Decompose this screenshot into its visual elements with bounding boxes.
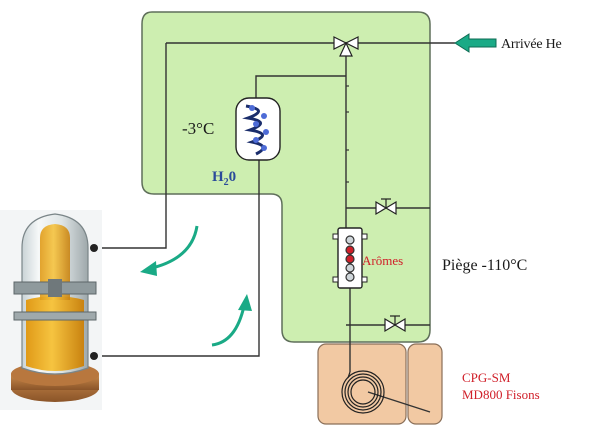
gcms-model-label: MD800 Fisons xyxy=(462,387,540,403)
flow-arrow-in xyxy=(212,294,252,345)
condenser-temperature-label: -3°C xyxy=(182,119,214,139)
aromas-label: Arômes xyxy=(362,253,403,269)
helium-arrival-label: Arrivée He xyxy=(501,37,562,53)
arrow-left-icon xyxy=(455,34,496,52)
gcms-oven xyxy=(318,344,442,424)
flow-arrow-out xyxy=(140,226,197,276)
gcms-label: CPG-SM xyxy=(462,370,510,386)
trap-temperature-label: Piège -110°C xyxy=(442,257,527,275)
fermenter-photo-icon xyxy=(0,210,102,410)
coil-condenser-icon xyxy=(236,98,280,160)
thermostat-enclosure xyxy=(142,12,430,342)
water-label: H20 xyxy=(212,169,236,188)
water-symbol: H xyxy=(212,169,224,185)
water-tail: 0 xyxy=(229,169,237,185)
